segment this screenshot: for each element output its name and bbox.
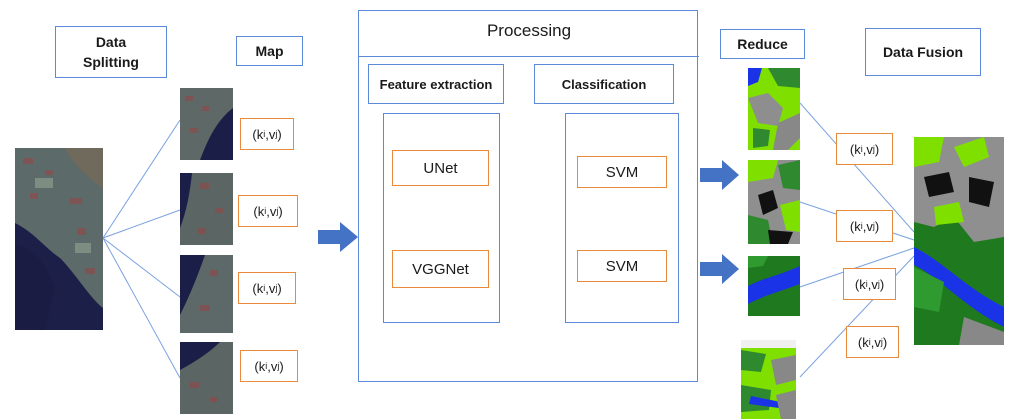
reduce-tile-1 bbox=[748, 68, 800, 150]
data-splitting-label: Data Splitting bbox=[55, 26, 167, 78]
source-satellite-image bbox=[15, 148, 103, 330]
reduce-tile-3 bbox=[748, 256, 800, 316]
fused-output-image bbox=[914, 137, 1004, 345]
processing-divider bbox=[359, 56, 699, 57]
vggnet-box: VGGNet bbox=[392, 250, 489, 288]
classification-label: Classification bbox=[534, 64, 674, 104]
arrow-reduce-1 bbox=[700, 160, 739, 190]
reduce-tile-4 bbox=[741, 340, 796, 419]
unet-box: UNet bbox=[392, 150, 489, 186]
map-tile-3 bbox=[180, 255, 233, 333]
data-splitting-text: Data Splitting bbox=[83, 34, 139, 70]
svm-box-1: SVM bbox=[577, 156, 667, 188]
data-fusion-label: Data Fusion bbox=[865, 28, 981, 76]
arrow-reduce-2 bbox=[700, 254, 739, 284]
reduce-label: Reduce bbox=[720, 29, 805, 59]
feature-extraction-label: Feature extraction bbox=[368, 64, 504, 104]
svm-box-2: SVM bbox=[577, 250, 667, 282]
arrow-to-processing bbox=[318, 222, 358, 252]
map-tile-4 bbox=[180, 342, 233, 414]
map-text: Map bbox=[255, 43, 284, 59]
map-tile-2 bbox=[180, 173, 233, 245]
reduce-tile-2 bbox=[748, 160, 800, 244]
map-tile-1 bbox=[180, 88, 233, 160]
classification-column bbox=[565, 113, 679, 323]
feature-extraction-column bbox=[383, 113, 500, 323]
map-label: Map bbox=[236, 36, 303, 66]
processing-title: Processing bbox=[486, 21, 572, 40]
